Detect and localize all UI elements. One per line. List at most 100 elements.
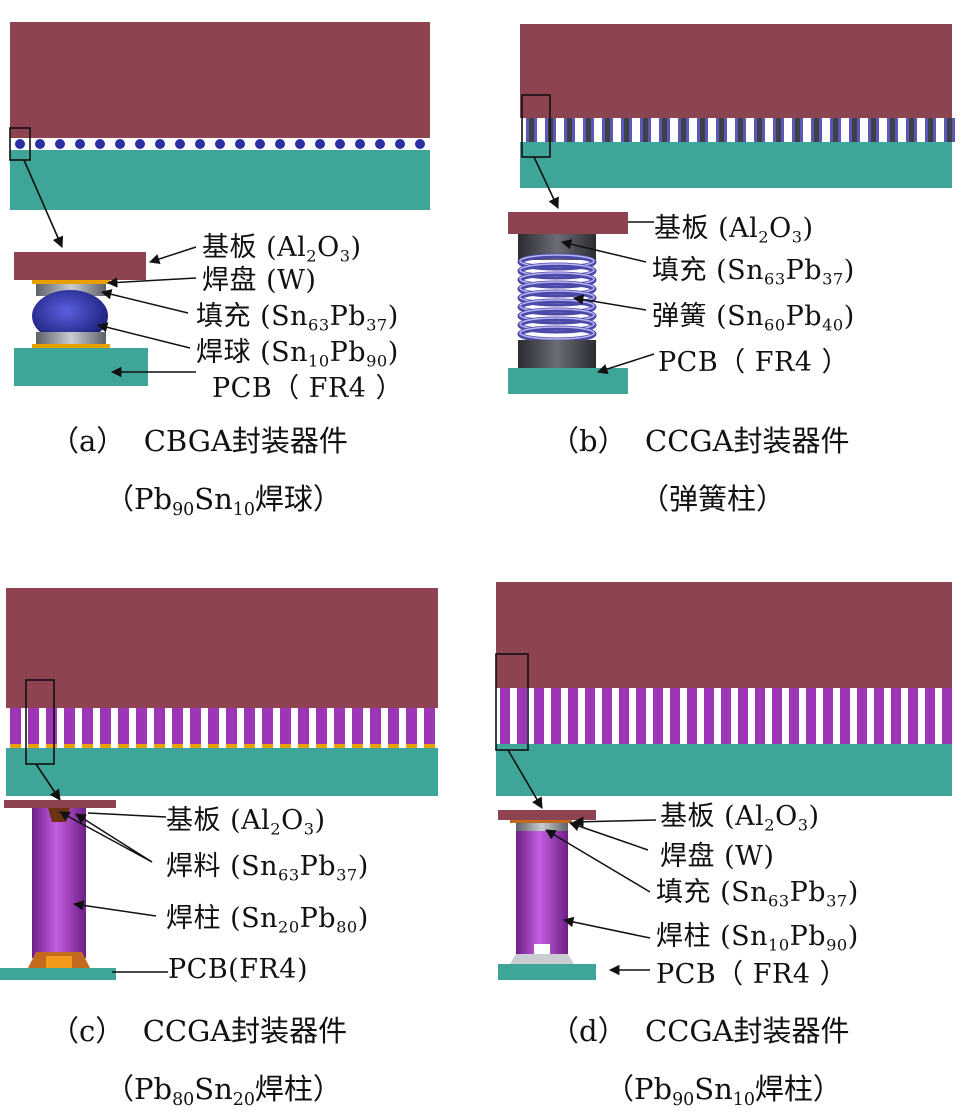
caption-c-line2: （Pb80Sn20焊柱） [105,1072,342,1111]
solder-ball-mini [355,139,365,149]
solder-ball-mini [275,139,285,149]
spring-mini-core [624,118,629,142]
column-mini [534,688,544,744]
column-c-diagram [0,588,438,980]
column-mini-pad [226,744,237,748]
zoom-box [495,653,529,751]
panel-b-ccga-spring: 基板 (Al2O3) 填充 (Sn63Pb37) 弹簧 (Sn60Pb40) P… [490,0,965,540]
substrate-overview [496,582,952,688]
label-substrate: 基板 (Al2O3) [166,805,326,839]
column-mini-pad [28,744,39,748]
panel-d-ccga-column: 基板 (Al2O3) 焊盘 (W) 填充 (Sn63Pb37) 焊柱 (Sn10… [490,580,965,1115]
column-mini [704,688,714,744]
pcb-detail [498,964,596,980]
solder-ball-mini [215,139,225,149]
solder-core [46,956,72,968]
spring-mini-core [643,118,648,142]
fill-bottom [36,332,106,344]
spring-mini-core [814,118,819,142]
column-mini [551,688,561,744]
column-mini-pad [64,744,75,748]
zoom-arrow [35,763,61,801]
column-mini [208,708,219,748]
solder-ball-mini [295,139,305,149]
column-mini-pad [388,744,399,748]
spring-mini-core [757,118,762,142]
solder-ball-mini [255,139,265,149]
pcb-detail [0,968,116,980]
column-mini-pad [424,744,435,748]
column-mini-pad [352,744,363,748]
spring-mini-core [833,118,838,142]
label-spring: 弹簧 (Sn60Pb40) [652,301,855,335]
caption-a-line1: （a） CBGA封装器件 [50,424,348,458]
spring-mini-core [947,118,952,142]
column-mini [388,708,399,748]
label-substrate: 基板 (Al2O3) [202,232,362,266]
spring-mini-core [529,118,534,142]
column-mini [172,708,183,748]
leader-spring [572,294,647,311]
column-mini [370,708,381,748]
column-mini [28,708,39,748]
column-mini-pad [172,744,183,748]
cbga-diagram [9,22,430,386]
column-detail [32,808,86,958]
column-mini [840,688,850,744]
column-mini-pad [154,744,165,748]
column-mini-pad [316,744,327,748]
zoom-box [25,679,55,765]
leader-substrate [149,246,197,265]
coil-highlight [519,326,595,340]
column-mini-pad [244,744,255,748]
column-mini [653,688,663,744]
column-row [496,688,952,744]
leader-column [72,900,157,917]
solder-ball-mini [55,139,65,149]
column-mini [806,688,816,744]
column-mini [925,688,935,744]
solder-ball-mini [375,139,385,149]
substrate-detail [4,800,116,808]
column-mini [406,708,417,748]
solder-ball-mini [195,139,205,149]
spring-mini-core [586,118,591,142]
column-mini-pad [208,744,219,748]
column-mini [636,688,646,744]
column-mini [226,708,237,748]
spring-mini-core [738,118,743,142]
column-mini [687,688,697,744]
label-ball: 焊球 (Sn10Pb90) [196,337,399,371]
label-substrate: 基板 (Al2O3) [660,801,820,835]
pcb-detail [508,368,628,394]
caption-c-line1: （c） CCGA封装器件 [50,1014,348,1048]
label-pcb: PCB（ FR4 ） [656,959,848,990]
leader-pcb [597,353,655,375]
solder-ball-mini [115,139,125,149]
spring-coil [517,253,597,343]
column-mini-pad [100,744,111,748]
column-mini [857,688,867,744]
fill-bottom [510,954,574,964]
solder-ball-mini [35,139,45,149]
spring-mini-core [909,118,914,142]
column-mini [585,688,595,744]
label-pcb: PCB（ FR4 ） [658,347,850,378]
leader-column [562,916,651,939]
column-mini [298,708,309,748]
solder-ball-mini [175,139,185,149]
label-pad: 焊盘 (W) [202,265,317,296]
pad-top [32,280,110,284]
column-mini [942,688,952,744]
pcb-overview [496,744,952,796]
spring-mini-core [681,118,686,142]
column-mini [500,688,510,744]
caption-b-line1: （b） CCGA封装器件 [550,424,850,458]
column-mini [789,688,799,744]
column-mini [190,708,201,748]
substrate-detail [14,252,146,280]
spring-mini-core [662,118,667,142]
column-row [6,708,438,748]
column-mini-pad [298,744,309,748]
column-mini [755,688,765,744]
